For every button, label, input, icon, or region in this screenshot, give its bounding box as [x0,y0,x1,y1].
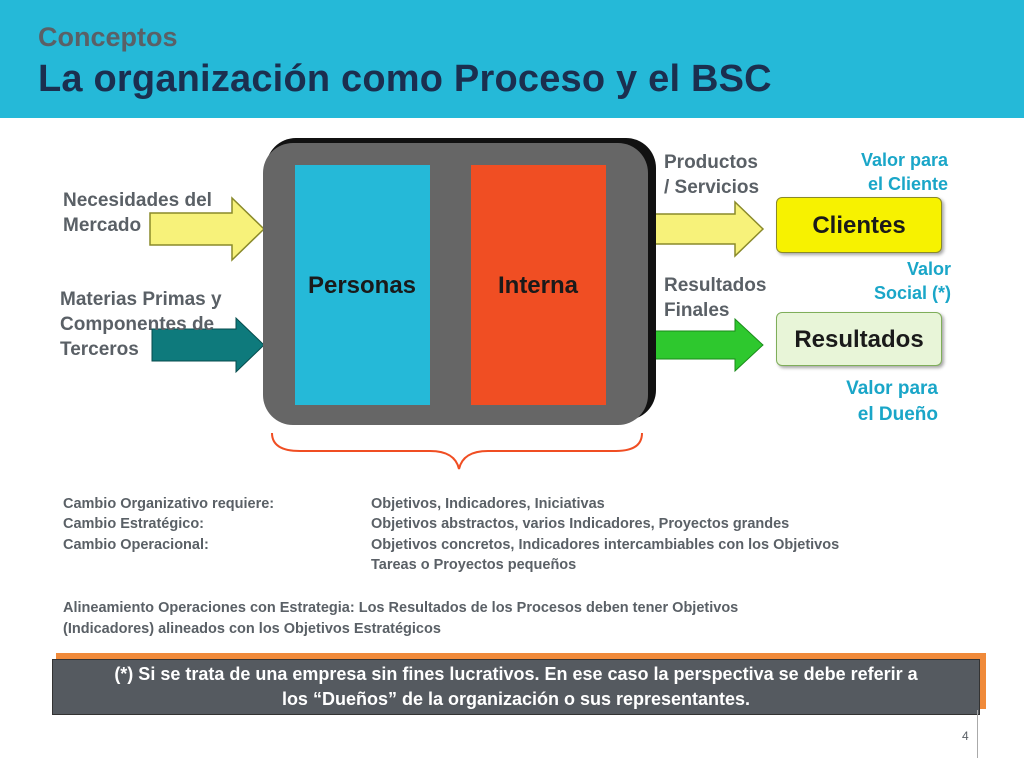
page-divider [977,710,978,758]
page-title: La organización como Proceso y el BSC [38,58,772,100]
input-label-necesidades: Necesidades del Mercado [63,190,212,236]
input-arrow-materias [151,316,265,374]
section-subtitle: Conceptos [38,22,178,52]
note-box [52,659,980,715]
value-label-dueno: Valor para el Dueño [846,378,938,425]
note-text: (*) Si se trata de una empresa sin fines… [114,664,918,709]
column-interna [471,165,606,405]
value-label-social: Valor Social (*) [873,259,951,303]
column-personas [295,165,430,405]
output-arrow-productos [652,200,765,258]
alignment-text: Alineamiento Operaciones con Estrategia:… [63,600,739,637]
input-label-materias: Materias Primas y Componentes de Tercero… [60,289,222,360]
header-banner: Conceptos La organización como Proceso y… [0,0,1024,118]
box-clientes: Clientes [776,197,942,253]
page-number: 4 [962,729,969,743]
column-label-personas: Personas [307,272,417,299]
value-label-cliente: Valor para el Cliente [860,150,948,194]
output-label-resultados: Resultados Finales [664,275,767,321]
process-brace [271,432,643,470]
box-resultados: Resultados [776,312,942,366]
output-arrow-resultados [652,317,764,373]
input-arrow-necesidades [149,196,266,262]
output-label-productos: Productos / Servicios [664,152,760,198]
column-label-interna: Interna [497,272,578,299]
